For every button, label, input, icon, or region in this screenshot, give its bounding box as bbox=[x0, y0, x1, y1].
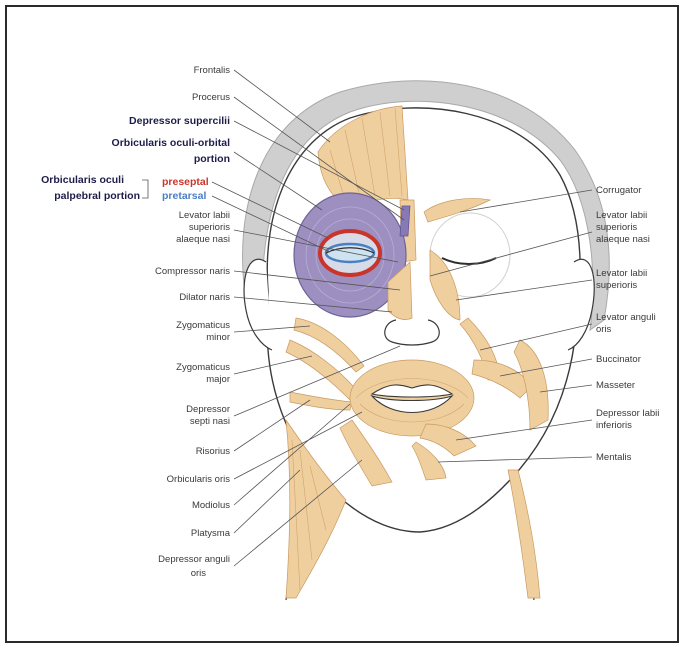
label-modiolus: Modiolus bbox=[192, 500, 230, 511]
label-levator-alaeque-r1: Levator labii bbox=[596, 210, 647, 221]
label-levator-alaeque-3: alaeque nasi bbox=[176, 234, 230, 245]
label-levator-sup-1: Levator labii bbox=[596, 268, 647, 279]
label-risorius: Risorius bbox=[196, 446, 231, 457]
label-zygomaticus-major-1: Zygomaticus bbox=[176, 362, 230, 373]
label-procerus: Procerus bbox=[192, 92, 230, 103]
label-levator-alaeque-1: Levator labii bbox=[179, 210, 230, 221]
label-dilator-naris: Dilator naris bbox=[179, 292, 230, 303]
label-levator-anguli-1: Levator anguli bbox=[596, 312, 656, 323]
label-orbicularis-palpebral-2: palpebral portion bbox=[54, 190, 140, 202]
label-levator-sup-2: superioris bbox=[596, 280, 637, 291]
label-depressor-supercilii: Depressor supercilii bbox=[129, 115, 230, 127]
label-depressor-labii-1: Depressor labii bbox=[596, 408, 659, 419]
label-levator-anguli-2: oris bbox=[596, 324, 612, 335]
label-levator-alaeque-r2: superioris bbox=[596, 222, 637, 233]
label-orbicularis-palpebral-1: Orbicularis oculi bbox=[41, 174, 124, 186]
label-depressor-septi-2: septi nasi bbox=[190, 416, 230, 427]
label-corrugator: Corrugator bbox=[596, 185, 641, 196]
label-preseptal: preseptal bbox=[162, 176, 209, 188]
label-orbicularis-orbital-2: portion bbox=[194, 153, 230, 165]
label-masseter: Masseter bbox=[596, 380, 635, 391]
label-pretarsal: pretarsal bbox=[162, 190, 206, 202]
label-depressor-septi-1: Depressor bbox=[186, 404, 230, 415]
label-zygomaticus-major-2: major bbox=[206, 374, 230, 385]
label-orbicularis-oris: Orbicularis oris bbox=[167, 474, 231, 485]
label-depressor-anguli-2: oris bbox=[191, 568, 207, 579]
orbicularis-oris-muscle bbox=[350, 360, 474, 436]
label-depressor-labii-2: inferioris bbox=[596, 420, 632, 431]
label-orbicularis-orbital-1: Orbicularis oculi-orbital bbox=[112, 137, 231, 149]
label-compressor-naris: Compressor naris bbox=[155, 266, 230, 277]
depressor-supercilii-muscle bbox=[400, 206, 410, 236]
label-depressor-anguli-1: Depressor anguli bbox=[158, 554, 230, 565]
label-mentalis: Mentalis bbox=[596, 452, 632, 463]
label-platysma: Platysma bbox=[191, 528, 231, 539]
platysma-right bbox=[508, 470, 540, 598]
label-frontalis: Frontalis bbox=[194, 65, 231, 76]
label-buccinator: Buccinator bbox=[596, 354, 641, 365]
label-levator-alaeque-2: superioris bbox=[189, 222, 230, 233]
label-levator-alaeque-r3: alaeque nasi bbox=[596, 234, 650, 245]
label-zygomaticus-minor-1: Zygomaticus bbox=[176, 320, 230, 331]
label-zygomaticus-minor-2: minor bbox=[206, 332, 230, 343]
bracket-palpebral bbox=[142, 180, 148, 198]
